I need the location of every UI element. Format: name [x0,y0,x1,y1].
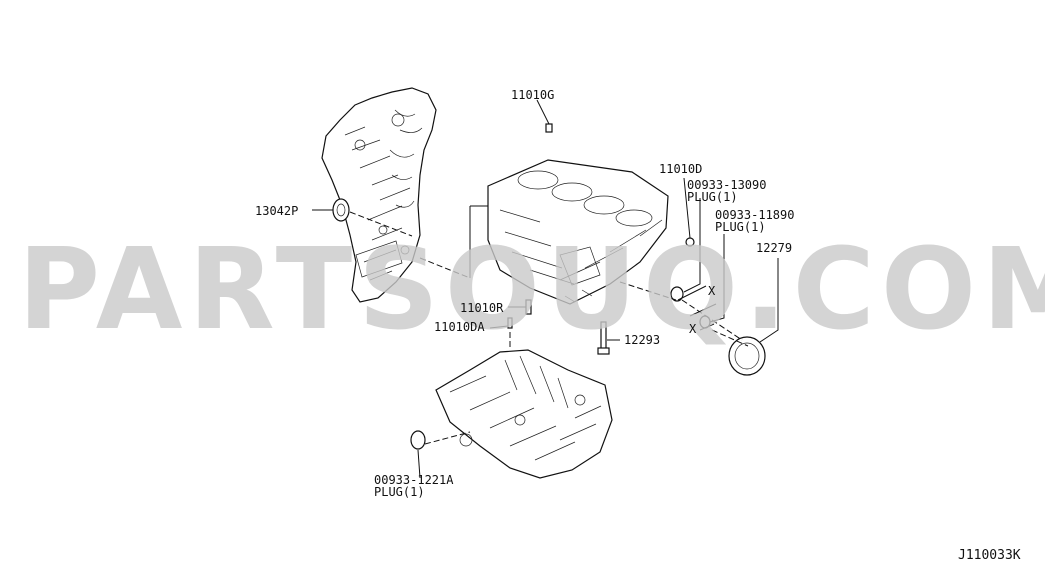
label-00933-1221A-qty: PLUG(1) [374,485,425,499]
label-x-upper: X [708,284,716,298]
label-x-lower: X [689,322,697,336]
oil-seal-13042P [332,198,350,222]
label-11010R: 11010R [460,301,504,315]
plug-00933-13090 [670,286,684,302]
bolt-12293 [597,321,610,355]
cylinder-block [487,159,669,305]
timing-cover [321,87,437,303]
plug-00933-1221A [410,430,426,450]
label-13042P: 13042P [255,204,298,218]
leader-lines [312,99,779,479]
dowel-11010G [545,123,553,133]
label-00933-1221A: 00933-1221A [374,473,454,487]
label-11010G: 11010G [511,88,554,102]
label-12293: 12293 [624,333,660,347]
dowel-11010DA [507,317,513,329]
label-00933-13090: 00933-13090 [687,178,766,192]
diagram-code: J110033K [958,548,1021,563]
watermark: PARTSOUQ.COM [18,225,1045,355]
label-12279: 12279 [756,241,792,255]
oil-pan [435,349,613,479]
label-00933-11890: 00933-11890 [715,208,794,222]
label-00933-11890-qty: PLUG(1) [715,220,766,234]
rear-oil-seal-12279 [728,336,766,376]
label-00933-13090-qty: PLUG(1) [687,190,738,204]
label-11010D: 11010D [659,162,702,176]
label-11010DA: 11010DA [434,320,485,334]
